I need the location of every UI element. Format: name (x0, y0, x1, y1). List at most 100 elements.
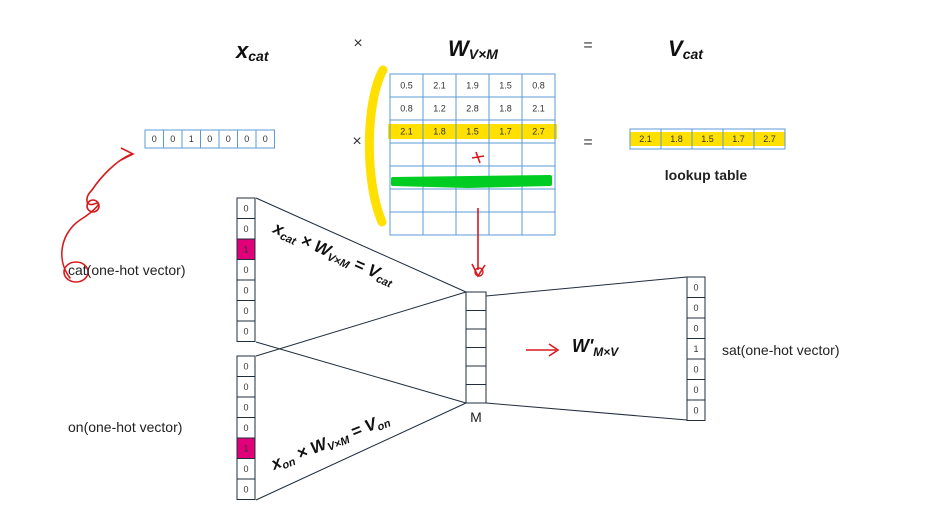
onehot-cell (255, 129, 275, 149)
matrix-cell (455, 211, 490, 236)
result-cell-value: 1.8 (670, 134, 683, 144)
embedding-matrix: 0.5 2.1 1.9 1.5 0.8 0.8 1.2 2.8 1.8 2.1 2.1 1.8 1.5 1… (388, 73, 557, 236)
result-cell-value: 1.7 (732, 134, 745, 144)
vector-cell-value: 0 (243, 423, 248, 433)
result-cell-value: 1.5 (701, 134, 714, 144)
vector-cell-value: 0 (693, 385, 698, 395)
vector-cell-value: 0 (693, 323, 698, 333)
matrix-cell-value: 1.5 (466, 127, 479, 137)
header-equation: xcat × WV×M = Vcat (235, 35, 704, 64)
matrix-cell-value: 1.2 (433, 104, 446, 114)
row-equals: = (583, 134, 592, 151)
hidden-cell (465, 328, 487, 348)
result-cell-value: 2.1 (639, 134, 652, 144)
matrix-cell-value: 0.8 (532, 81, 545, 91)
onehot-cell-value: 0 (207, 134, 212, 144)
red-cross-mark (471, 151, 485, 164)
vector-cell-value: 0 (693, 364, 698, 374)
onehot-cell-value: 0 (226, 134, 231, 144)
matrix-cell-value: 2.1 (400, 127, 413, 137)
vector-cell-value: 0 (243, 402, 248, 412)
red-down-arrow-dot (474, 267, 484, 277)
header-w-matrix: WV×M (448, 36, 498, 62)
on-input-label: on(one-hot vector) (68, 419, 182, 435)
green-marker-stroke (391, 175, 552, 188)
sat-output-label: sat(one-hot vector) (722, 342, 840, 358)
vector-cell-value: 0 (693, 405, 698, 415)
output-vector-sat: 0 0 0 1 0 0 0 (686, 276, 706, 421)
hidden-cell (465, 347, 487, 367)
matrix-cell (521, 211, 556, 236)
hidden-dim-label: M (470, 409, 482, 425)
vector-cell-value: 0 (693, 282, 698, 292)
matrix-cell-value: 1.8 (499, 104, 512, 114)
hidden-cell (465, 310, 487, 330)
matrix-cell-value: 0.8 (400, 104, 413, 114)
onehot-cell-value: 0 (263, 134, 268, 144)
matrix-cell (422, 188, 457, 213)
matrix-cell (521, 188, 556, 213)
hidden-cell (465, 384, 487, 404)
matrix-cell (422, 142, 457, 167)
red-circle-cat (63, 261, 89, 283)
yellow-bracket-highlight (364, 65, 388, 227)
cat-input-label: cat(one-hot vector) (68, 262, 186, 278)
onehot-cell-value: 0 (170, 134, 175, 144)
vector-cell-value: 0 (243, 382, 248, 392)
matrix-cell-value: 2.8 (466, 104, 479, 114)
matrix-cell (389, 142, 424, 167)
matrix-cell (389, 211, 424, 236)
vector-cell-value: 0 (243, 361, 248, 371)
matrix-cell (488, 142, 523, 167)
matrix-cell-value: 1.5 (499, 81, 512, 91)
matrix-cell-value: 0.5 (400, 81, 413, 91)
matrix-cell (455, 188, 490, 213)
vector-cell (236, 320, 256, 342)
result-cell-value: 2.7 (763, 134, 776, 144)
vector-cell-value: 0 (243, 285, 248, 295)
matrix-cell (422, 211, 457, 236)
trapezoid-lines (255, 197, 688, 501)
vector-cell-value: 0 (243, 224, 248, 234)
matrix-cell (488, 188, 523, 213)
lookup-table-label: lookup table (665, 167, 748, 183)
matrix-cell-value: 1.7 (499, 127, 512, 137)
matrix-cell-value: 2.1 (433, 81, 446, 91)
header-v-cat: Vcat (668, 36, 704, 62)
row-times: × (352, 133, 361, 150)
onehot-cell-value: 0 (152, 134, 157, 144)
header-equals: = (583, 37, 592, 54)
hidden-cell (465, 291, 487, 311)
vector-cell (236, 478, 256, 500)
vector-cell-value: 0 (243, 203, 248, 213)
result-row-highlight (630, 132, 785, 146)
red-curve-arrow (61, 153, 133, 279)
equation-cat: xcat × WV×M = Vcat (269, 218, 399, 291)
header-times: × (353, 35, 362, 52)
equation-on: xon × WV×M = Von (267, 409, 392, 476)
vector-cell-value: 1 (693, 344, 698, 354)
vector-cell-value: 0 (243, 306, 248, 316)
vector-cell-value: 0 (243, 464, 248, 474)
vector-cell-value: 0 (243, 326, 248, 336)
result-vector: 2.1 1.8 1.5 1.7 2.7 (629, 128, 786, 150)
matrix-cell-value: 1.9 (466, 81, 479, 91)
hidden-layer-vector (465, 291, 487, 404)
vector-cell-value: 1 (243, 443, 248, 453)
header-x-cat: xcat (235, 38, 270, 64)
red-right-arrowhead (548, 343, 560, 357)
matrix-cell (488, 211, 523, 236)
vector-cell (686, 399, 706, 421)
matrix-cell-value: 1.8 (433, 127, 446, 137)
w-prime-label: W'M×V (572, 336, 619, 359)
hidden-cell (465, 365, 487, 385)
vector-cell-value: 0 (243, 265, 248, 275)
matrix-cell-value: 2.1 (532, 104, 545, 114)
selected-row-highlight (388, 124, 557, 139)
matrix-cell (455, 142, 490, 167)
vector-cell-value: 0 (693, 303, 698, 313)
